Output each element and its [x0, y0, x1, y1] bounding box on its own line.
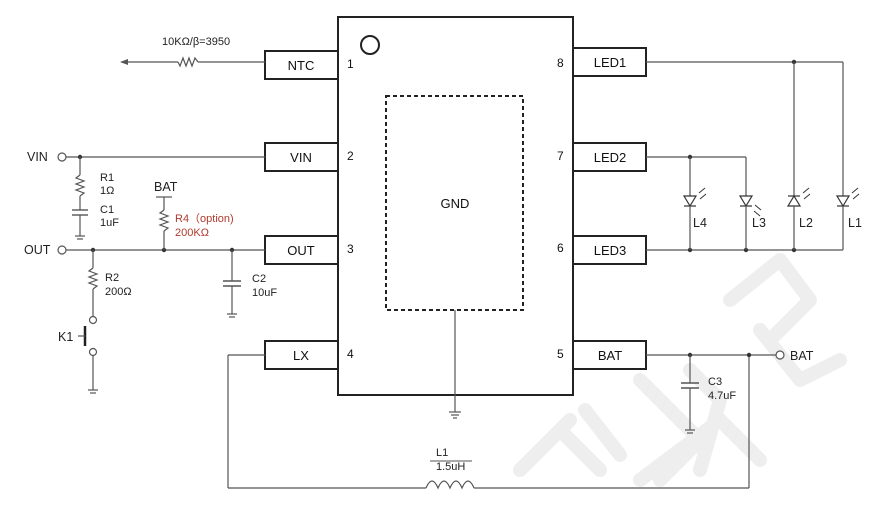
r4-ref: R4（option): [175, 212, 234, 225]
ntc-label: 10KΩ/β=3950: [162, 36, 230, 48]
pin-ntc-label: NTC: [288, 58, 315, 73]
c2-value: 10uF: [252, 287, 277, 299]
r2-value: 200Ω: [105, 286, 132, 298]
led-l1-ref: L1: [848, 216, 862, 230]
r1-ref: R1: [100, 172, 114, 184]
vin-terminal: [57, 152, 67, 162]
led-l3: [738, 157, 762, 250]
pin-led2-label: LED2: [594, 150, 627, 165]
pin-out-label: OUT: [287, 243, 315, 258]
pin-bat-label: BAT: [598, 348, 622, 363]
pin-1-number: 1: [347, 57, 354, 71]
pin-bat: [572, 340, 647, 370]
pin-7-number: 7: [557, 149, 564, 163]
gnd-pad: [385, 95, 524, 311]
led-l4: [682, 157, 707, 250]
pin-8-number: 8: [557, 56, 564, 70]
k1-ref: K1: [58, 330, 73, 344]
pin-2-number: 2: [347, 149, 354, 163]
r4-resistor: [158, 209, 170, 232]
gnd-label: GND: [441, 196, 470, 211]
out-terminal: [57, 245, 67, 255]
out-terminal-label: OUT: [24, 243, 51, 257]
pin-vin: [264, 142, 339, 172]
ground-symbol: [449, 411, 461, 419]
pin-lx-label: LX: [293, 348, 309, 363]
c2-ref: C2: [252, 273, 266, 285]
bat-terminal: [775, 350, 785, 360]
pin-ntc: [264, 50, 339, 80]
pin-led3-label: LED3: [594, 243, 627, 258]
c1-value: 1uF: [100, 217, 119, 229]
r1-value: 1Ω: [100, 185, 114, 197]
r2-ref: R2: [105, 272, 119, 284]
pin-out: [264, 235, 339, 265]
c3-value: 4.7uF: [708, 390, 736, 402]
watermark: [513, 253, 847, 487]
pin-led1-label: LED1: [594, 55, 627, 70]
pin-5-number: 5: [557, 347, 564, 361]
led-l2: [786, 62, 811, 250]
vin-terminal-label: VIN: [27, 150, 48, 164]
l1-inductor: [425, 480, 475, 490]
r2-resistor: [87, 267, 99, 290]
pin-4-number: 4: [347, 347, 354, 361]
l1-value: 1.5uH: [436, 461, 465, 473]
led-l3-ref: L3: [752, 216, 766, 230]
r4-value: 200KΩ: [175, 227, 209, 239]
bat-terminal-label: BAT: [790, 349, 814, 363]
l1-ref: L1: [436, 447, 448, 459]
led-l4-ref: L4: [693, 216, 707, 230]
pin-6-number: 6: [557, 241, 564, 255]
pin-lx: [264, 340, 339, 370]
c3-ref: C3: [708, 376, 722, 388]
led-l1: [835, 62, 860, 250]
led-l2-ref: L2: [799, 216, 813, 230]
r1-resistor: [74, 174, 86, 197]
ntc-thermistor: [120, 56, 265, 68]
pin-3-number: 3: [347, 242, 354, 256]
r4-supply-label: BAT: [154, 180, 178, 194]
c1-ref: C1: [100, 204, 114, 216]
pin-vin-label: VIN: [290, 150, 312, 165]
pin1-marker: [360, 35, 380, 55]
